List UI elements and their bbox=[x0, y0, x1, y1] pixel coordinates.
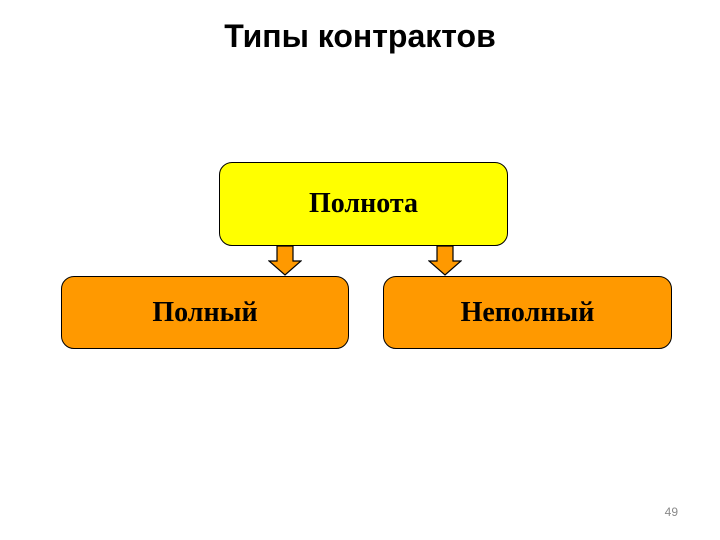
root-node-label: Полнота bbox=[309, 188, 418, 219]
slide-title: Типы контрактов bbox=[224, 18, 496, 54]
root-node-box: Полнота bbox=[219, 162, 508, 246]
down-arrow-icon bbox=[428, 246, 462, 276]
down-arrow-icon bbox=[268, 246, 302, 276]
child-node-box-incomplete: Неполный bbox=[383, 276, 672, 349]
down-arrow-shape bbox=[428, 246, 462, 276]
page-number: 49 bbox=[664, 505, 678, 519]
down-arrow-shape bbox=[268, 246, 302, 276]
child-node-label: Неполный bbox=[460, 296, 595, 328]
child-node-box-full: Полный bbox=[61, 276, 349, 349]
child-node-label: Полный bbox=[152, 296, 258, 328]
